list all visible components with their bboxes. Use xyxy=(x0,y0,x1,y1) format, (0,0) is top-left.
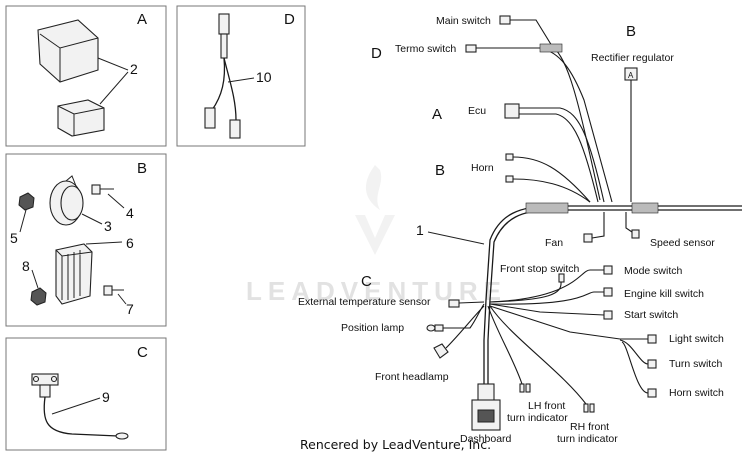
section-c-box-label: C xyxy=(137,344,148,361)
label-horn: Horn xyxy=(471,162,494,174)
part-number-10: 10 xyxy=(256,69,272,85)
label-rh-front-line2: turn indicator xyxy=(557,433,618,445)
label-rh-front-line1: RH front xyxy=(570,421,609,433)
speed-sensor-part xyxy=(31,373,129,440)
mode-switch-connector xyxy=(489,265,613,303)
part-number-3: 3 xyxy=(104,218,112,234)
section-a-harness-label: A xyxy=(432,106,442,123)
label-position-lamp: Position lamp xyxy=(341,322,404,334)
section-c-harness-label: C xyxy=(361,273,372,290)
label-start-switch: Start switch xyxy=(624,309,678,321)
rh-front-turn-indicator-connector xyxy=(489,305,595,413)
part-number-7: 7 xyxy=(126,301,134,317)
rectifier-nut-part xyxy=(30,287,47,306)
speed-sensor-connector xyxy=(625,212,640,239)
dashboard-connector xyxy=(471,383,501,431)
section-d-box-label: D xyxy=(284,11,295,28)
label-front-headlamp: Front headlamp xyxy=(375,371,449,383)
termo-switch-harness-part xyxy=(204,13,241,139)
engine-kill-switch-connector xyxy=(489,287,613,305)
horn-nut-part xyxy=(18,192,35,211)
svg-text:A: A xyxy=(628,71,634,80)
part-number-8: 8 xyxy=(22,258,30,274)
front-headlamp-connector xyxy=(433,305,485,359)
termo-switch-connector xyxy=(465,43,613,203)
part-number-5: 5 xyxy=(10,230,18,246)
ecu-connector xyxy=(504,103,605,203)
lh-front-turn-indicator-connector xyxy=(487,305,531,393)
leader-1 xyxy=(427,231,485,245)
horn-bolt-part xyxy=(91,184,114,195)
leader-9 xyxy=(51,397,101,415)
leaders-b xyxy=(19,193,127,305)
label-engine-kill-switch: Engine kill switch xyxy=(624,288,704,300)
label-turn-switch: Turn switch xyxy=(669,358,722,370)
section-b2-harness-label: B xyxy=(435,162,445,179)
fan-connector xyxy=(583,212,605,243)
part-number-6: 6 xyxy=(126,235,134,251)
horn-part xyxy=(49,175,84,226)
label-lh-front-line1: LH front xyxy=(528,400,565,412)
light-switch-connector xyxy=(489,305,657,344)
section-d-harness-label: D xyxy=(371,45,382,62)
start-switch-connector xyxy=(489,303,613,320)
label-external-temperature-sensor: External temperature sensor xyxy=(298,296,431,308)
label-mode-switch: Mode switch xyxy=(624,265,683,277)
main-harness-trunk xyxy=(483,205,742,400)
label-dashboard: Dashboard xyxy=(460,433,512,445)
part-number-4: 4 xyxy=(126,205,134,221)
part-number-9: 9 xyxy=(102,389,110,405)
leader-10 xyxy=(227,77,255,83)
label-main-switch: Main switch xyxy=(436,15,491,27)
rectifier-bolt-part xyxy=(103,285,124,296)
section-b-harness-label: B xyxy=(626,23,636,40)
rectifier-regulator-connector: A xyxy=(624,67,638,202)
section-a-box-label: A xyxy=(137,11,147,28)
label-light-switch: Light switch xyxy=(669,333,724,345)
external-temperature-sensor-connector xyxy=(448,299,485,308)
ecu-module-part xyxy=(37,19,99,83)
horn-switch-connector xyxy=(621,341,657,398)
label-termo-switch: Termo switch xyxy=(395,43,456,55)
watermark-logo xyxy=(355,165,395,255)
ecu-holder-part xyxy=(57,99,105,137)
turn-switch-connector xyxy=(619,339,657,369)
box-d xyxy=(176,5,306,147)
rectifier-part xyxy=(55,243,93,305)
label-horn-switch: Horn switch xyxy=(669,387,724,399)
harness-sleeve xyxy=(525,202,569,214)
label-ecu: Ecu xyxy=(468,105,486,117)
label-lh-front-line2: turn indicator xyxy=(507,412,568,424)
label-fan: Fan xyxy=(545,237,563,249)
horn-connector xyxy=(505,153,591,203)
box-c xyxy=(5,337,167,451)
render-credit: Rencered by LeadVenture, Inc. xyxy=(300,437,492,452)
harness-sleeve-2 xyxy=(631,202,659,214)
position-lamp-connector xyxy=(426,303,485,332)
leader-2 xyxy=(97,57,129,105)
label-rectifier-regulator: Rectifier regulator xyxy=(591,52,674,64)
box-a xyxy=(5,5,167,147)
label-speed-sensor: Speed sensor xyxy=(650,237,715,249)
part-number-1: 1 xyxy=(416,222,424,238)
section-b-box-label: B xyxy=(137,160,147,177)
label-front-stop-switch: Front stop switch xyxy=(500,263,580,275)
part-number-2: 2 xyxy=(130,61,138,77)
box-b xyxy=(5,153,167,327)
